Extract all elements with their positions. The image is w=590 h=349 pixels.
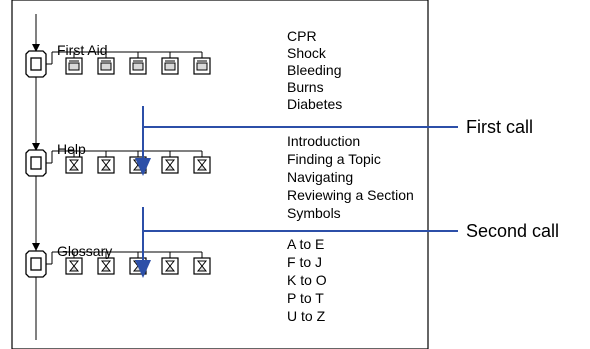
section-title-help: Help bbox=[57, 141, 86, 157]
topic-item: Bleeding bbox=[287, 62, 342, 78]
video-icon bbox=[65, 57, 83, 75]
topic-item: A to E bbox=[287, 236, 324, 252]
topic-item: Burns bbox=[287, 79, 324, 95]
topic-item: Reviewing a Section bbox=[287, 187, 414, 203]
toolbox-icon bbox=[25, 250, 47, 278]
document-icon bbox=[97, 156, 115, 174]
flow-arrow-2 bbox=[32, 143, 40, 151]
topic-item: K to O bbox=[287, 272, 327, 288]
first-call-path bbox=[135, 106, 458, 176]
topic-item: CPR bbox=[287, 28, 317, 44]
topic-item: P to T bbox=[287, 290, 324, 306]
video-icon bbox=[129, 57, 147, 75]
topic-item: Symbols bbox=[287, 205, 341, 221]
video-icon bbox=[161, 57, 179, 75]
topic-list-help: Introduction Finding a Topic Navigating … bbox=[287, 133, 414, 221]
flow-arrow-3 bbox=[32, 243, 40, 251]
topic-item: Introduction bbox=[287, 133, 360, 149]
document-icon bbox=[161, 257, 179, 275]
topic-item: U to Z bbox=[287, 308, 326, 324]
second-call-path bbox=[135, 207, 458, 278]
document-icon bbox=[65, 257, 83, 275]
video-icon bbox=[97, 57, 115, 75]
document-icon bbox=[193, 257, 211, 275]
document-icon bbox=[161, 156, 179, 174]
section-title-glossary: Glossary bbox=[57, 243, 112, 259]
first-call-arrowhead bbox=[135, 158, 151, 176]
callout-second-call: Second call bbox=[466, 221, 559, 241]
document-icon bbox=[65, 156, 83, 174]
second-call-arrowhead bbox=[135, 260, 151, 278]
section-title-first-aid: First Aid bbox=[57, 42, 108, 58]
topic-item: Finding a Topic bbox=[287, 151, 381, 167]
flow-arrow-1 bbox=[32, 44, 40, 52]
topic-item: Navigating bbox=[287, 169, 353, 185]
topic-list-first-aid: CPR Shock Bleeding Burns Diabetes bbox=[287, 28, 342, 112]
topic-item: Diabetes bbox=[287, 96, 342, 112]
topic-list-glossary: A to E F to J K to O P to T U to Z bbox=[287, 236, 327, 324]
topic-item: F to J bbox=[287, 254, 322, 270]
topic-item: Shock bbox=[287, 45, 327, 61]
section-help bbox=[25, 149, 211, 177]
toolbox-icon bbox=[25, 149, 47, 177]
video-icon bbox=[193, 57, 211, 75]
document-icon bbox=[193, 156, 211, 174]
document-icon bbox=[97, 257, 115, 275]
callout-first-call: First call bbox=[466, 117, 533, 137]
section-first-aid bbox=[25, 50, 211, 78]
toolbox-icon bbox=[25, 50, 47, 78]
